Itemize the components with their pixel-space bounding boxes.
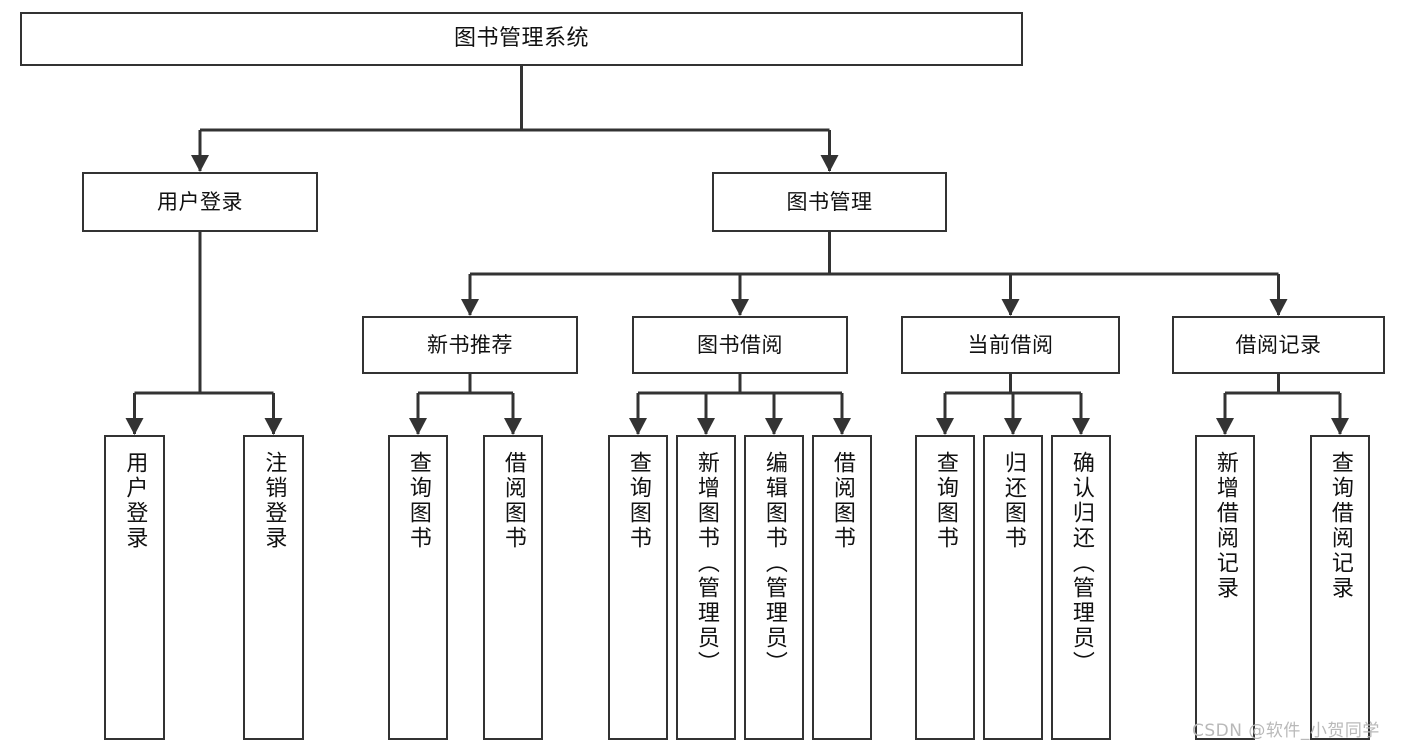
node-leaf1[interactable]: 用户登录 bbox=[104, 435, 165, 740]
node-label: 注销登录 bbox=[261, 451, 287, 551]
node-login[interactable]: 用户登录 bbox=[82, 172, 318, 232]
node-label: 归还图书 bbox=[1000, 451, 1026, 551]
node-root[interactable]: 图书管理系统 bbox=[20, 12, 1023, 66]
node-leaf8[interactable]: 借阅图书 bbox=[812, 435, 872, 740]
node-label: 图书管理系统 bbox=[453, 26, 589, 52]
node-bookmgr[interactable]: 图书管理 bbox=[712, 172, 947, 232]
node-label: 新增借阅记录 bbox=[1212, 451, 1238, 601]
node-borrow[interactable]: 图书借阅 bbox=[632, 316, 848, 374]
node-label: 用户登录 bbox=[122, 451, 148, 551]
node-leaf9[interactable]: 查询图书 bbox=[915, 435, 975, 740]
node-label: 用户登录 bbox=[157, 189, 243, 214]
node-leaf6[interactable]: 新增图书（管理员） bbox=[676, 435, 736, 740]
node-leaf7[interactable]: 编辑图书（管理员） bbox=[744, 435, 804, 740]
node-leaf5[interactable]: 查询图书 bbox=[608, 435, 668, 740]
node-label: 查询图书 bbox=[405, 451, 431, 551]
node-label: 借阅图书 bbox=[500, 451, 526, 551]
node-label: 图书管理 bbox=[786, 189, 873, 214]
node-label: 新书推荐 bbox=[427, 332, 513, 357]
node-current[interactable]: 当前借阅 bbox=[901, 316, 1120, 374]
node-leaf11[interactable]: 确认归还（管理员） bbox=[1051, 435, 1111, 740]
node-leaf12[interactable]: 新增借阅记录 bbox=[1195, 435, 1255, 740]
node-label: 编辑图书（管理员） bbox=[761, 451, 787, 676]
watermark: CSDN @软件_小贺同学 bbox=[1192, 721, 1380, 741]
node-label: 借阅记录 bbox=[1235, 332, 1322, 357]
node-label: 确认归还（管理员） bbox=[1068, 451, 1094, 676]
node-leaf13[interactable]: 查询借阅记录 bbox=[1310, 435, 1370, 740]
node-leaf4[interactable]: 借阅图书 bbox=[483, 435, 543, 740]
node-label: 查询图书 bbox=[932, 451, 958, 551]
node-label: 图书借阅 bbox=[697, 332, 783, 357]
node-leaf10[interactable]: 归还图书 bbox=[983, 435, 1043, 740]
node-label: 借阅图书 bbox=[829, 451, 855, 551]
node-leaf3[interactable]: 查询图书 bbox=[388, 435, 448, 740]
node-label: 查询图书 bbox=[625, 451, 651, 551]
node-label: 查询借阅记录 bbox=[1327, 451, 1353, 601]
node-records[interactable]: 借阅记录 bbox=[1172, 316, 1385, 374]
node-newbook[interactable]: 新书推荐 bbox=[362, 316, 578, 374]
node-leaf2[interactable]: 注销登录 bbox=[243, 435, 304, 740]
node-label: 当前借阅 bbox=[967, 332, 1054, 357]
node-label: 新增图书（管理员） bbox=[693, 451, 719, 676]
